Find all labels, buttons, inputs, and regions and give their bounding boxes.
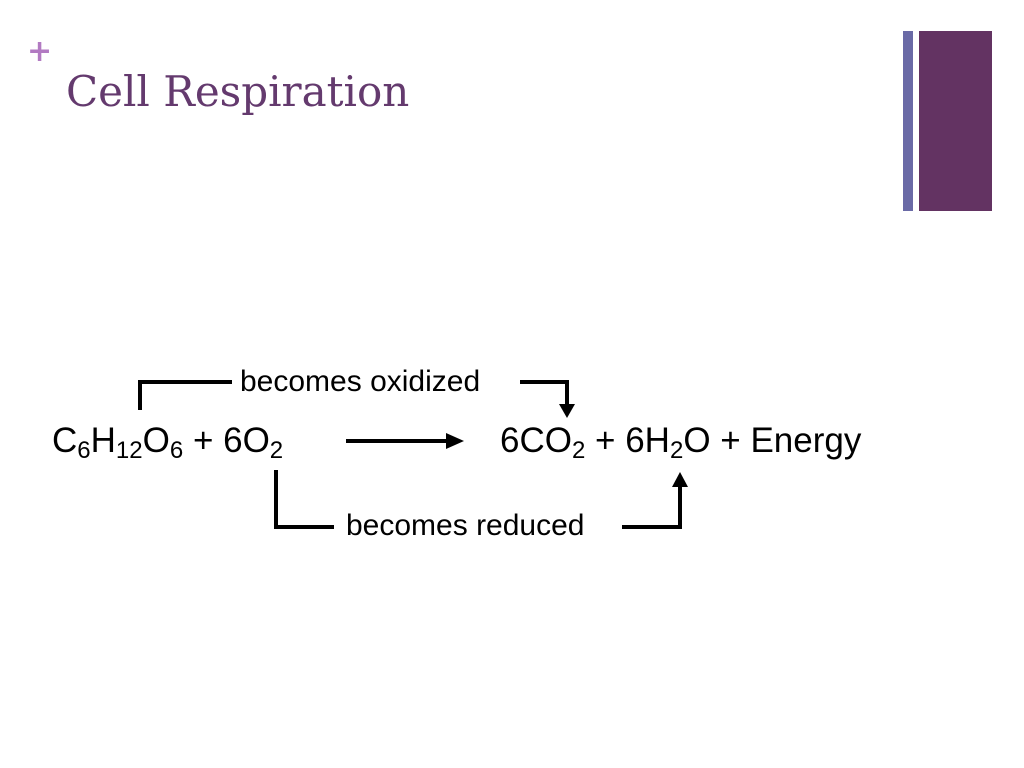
product-water-h: + 6H2 [585, 421, 684, 464]
product-carbon-dioxide: 6CO2 [500, 421, 586, 464]
oxidized-label: becomes oxidized [240, 365, 481, 398]
product-water-o-energy: O + Energy [683, 421, 862, 460]
decorative-bar-thin [903, 31, 913, 211]
oxidation-arrowhead [559, 404, 575, 418]
reduction-arrowhead [672, 472, 688, 487]
reduction-bracket [274, 470, 688, 529]
equation-reactants: C6H12O6 + 6O2 [52, 413, 283, 468]
reaction-arrowhead [446, 433, 464, 449]
oxidation-bracket [138, 380, 575, 418]
reactant-oxygen: + 6O2 [183, 421, 284, 464]
reaction-arrow [346, 433, 464, 449]
equation-products: 6CO2 + 6H2O + Energy [500, 413, 861, 468]
plus-bullet-icon: + [27, 34, 53, 69]
slide-title: Cell Respiration [66, 67, 410, 116]
reactant-h: H12 [90, 421, 143, 464]
reduced-label: becomes reduced [346, 509, 585, 542]
reactant-c: C6 [52, 421, 91, 464]
decorative-bar-wide [919, 31, 992, 211]
reactant-o: O6 [142, 421, 184, 464]
